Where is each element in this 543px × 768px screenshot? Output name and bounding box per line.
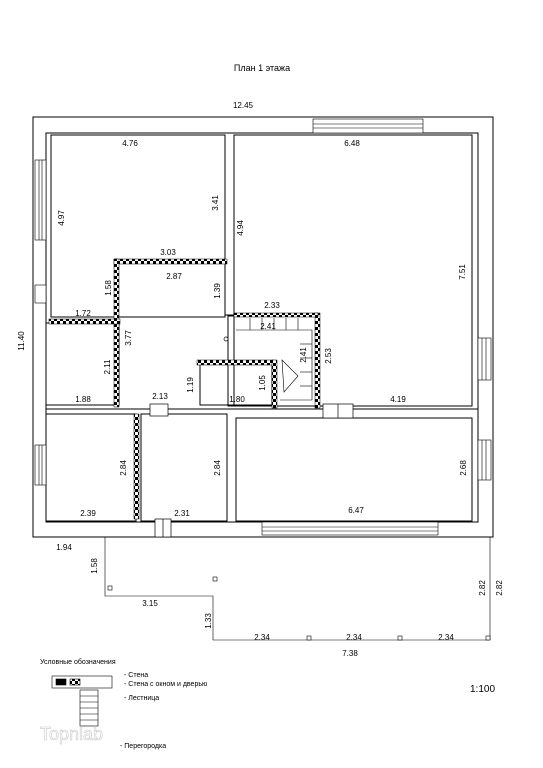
dim-hall-right: 1.39 bbox=[213, 283, 222, 299]
dim-r1-width: 4.76 bbox=[122, 139, 138, 148]
doors bbox=[149, 336, 354, 538]
legend-item-wall: - Стена bbox=[124, 672, 148, 679]
dim-terrace-step: 1.33 bbox=[204, 613, 213, 629]
watermark-logo: Topnlab bbox=[40, 724, 103, 744]
room-1 bbox=[50, 134, 226, 318]
dim-r2-depth: 7.51 bbox=[458, 264, 467, 280]
partitions bbox=[48, 258, 321, 520]
dim-small-top: 1.72 bbox=[75, 309, 91, 318]
dimension-labels: 12.45 11.40 4.76 4.97 3.41 6.48 4.94 7.5… bbox=[17, 101, 504, 658]
dim-stair-right: 2.53 bbox=[324, 348, 333, 364]
legend-symbol bbox=[51, 675, 113, 727]
dim-bath-width: 1.80 bbox=[229, 395, 245, 404]
dim-hall-top: 3.03 bbox=[160, 248, 176, 257]
legend-heading: Условные обозначения bbox=[40, 658, 116, 666]
dim-overall-depth: 11.40 bbox=[17, 331, 26, 351]
dim-corr-width: 4.19 bbox=[390, 395, 406, 404]
room-7 bbox=[235, 417, 473, 522]
dim-span-3: 2.34 bbox=[438, 633, 454, 642]
dim-r5-height: 2.84 bbox=[119, 460, 128, 476]
dim-bath-height: 1.05 bbox=[258, 375, 267, 391]
dim-terrace-side-a: 2.82 bbox=[478, 580, 487, 596]
legend: Условные обозначения - Стена - Стена с о… bbox=[40, 658, 207, 750]
dim-hall-inner: 2.87 bbox=[166, 272, 182, 281]
dim-r1-right: 3.41 bbox=[211, 195, 220, 211]
plan-title: План 1 этажа bbox=[234, 63, 290, 73]
dim-terrace-total: 7.38 bbox=[342, 649, 358, 658]
dim-overall-width: 12.45 bbox=[233, 101, 254, 110]
dim-closet-height: 1.19 bbox=[186, 377, 195, 393]
dim-span-2: 2.34 bbox=[346, 633, 362, 642]
staircase bbox=[236, 318, 313, 401]
dim-stair-flight: 2.41 bbox=[299, 347, 308, 363]
legend-item-wall-window-door: - Стена с окном и дверью bbox=[124, 681, 207, 688]
dim-hall-mid: 3.77 bbox=[124, 330, 133, 346]
dim-closet-bottom: 2.13 bbox=[152, 392, 168, 401]
windows bbox=[34, 118, 492, 536]
dim-terrace-left: 1.94 bbox=[56, 543, 72, 552]
legend-item-stairs: - Лестница bbox=[124, 695, 159, 702]
dim-small-bottom: 1.88 bbox=[75, 395, 91, 404]
dim-terrace-width: 3.15 bbox=[142, 599, 158, 608]
dim-r2-width: 6.48 bbox=[344, 139, 360, 148]
scale-label: 1:100 bbox=[470, 684, 495, 695]
dim-r7-width: 6.47 bbox=[348, 506, 364, 515]
dim-r6-height: 2.84 bbox=[213, 460, 222, 476]
dim-stair-inner: 2.41 bbox=[260, 322, 276, 331]
dim-hall-left: 1.58 bbox=[104, 280, 113, 296]
dim-span-1: 2.34 bbox=[254, 633, 270, 642]
room-6 bbox=[140, 413, 228, 522]
dim-r6-width: 2.31 bbox=[174, 509, 190, 518]
legend-item-partition: - Перегородка bbox=[120, 743, 166, 750]
dim-r7-height: 2.68 bbox=[459, 460, 468, 476]
dim-stair-top: 2.33 bbox=[264, 301, 280, 310]
dim-small-side: 2.11 bbox=[103, 359, 112, 375]
dim-terrace-side-b: 2.82 bbox=[495, 580, 504, 596]
dim-r5-width: 2.39 bbox=[80, 509, 96, 518]
room-2 bbox=[233, 134, 473, 407]
dim-r2-left: 4.94 bbox=[236, 220, 245, 236]
terrace bbox=[104, 537, 491, 641]
dim-r1-depth: 4.97 bbox=[57, 210, 66, 226]
dim-terrace-down: 1.58 bbox=[90, 558, 99, 574]
